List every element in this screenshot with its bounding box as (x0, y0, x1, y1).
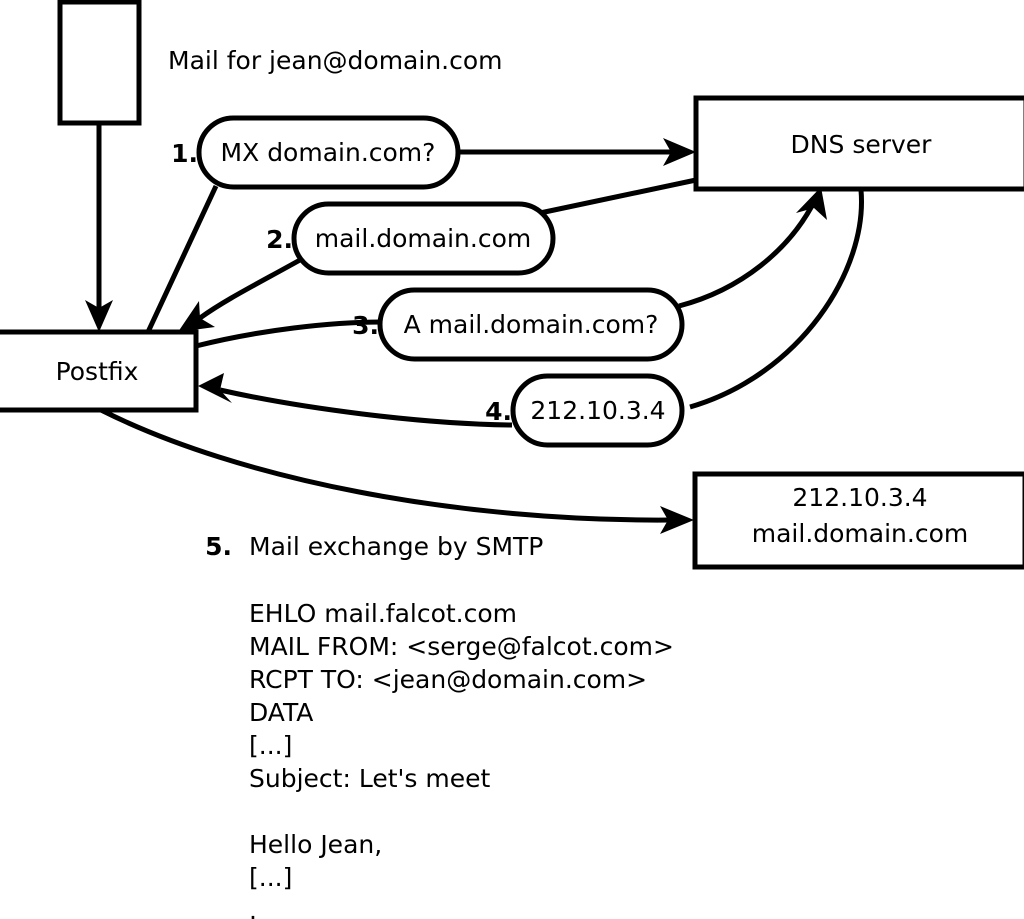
postfix-label: Postfix (56, 357, 139, 386)
remote-mailserver-box (692, 471, 1024, 570)
edge-step3-to-dns (678, 198, 818, 309)
edge-postfix-to-step3 (195, 319, 384, 349)
arrowhead-step4-to-postfix (198, 373, 232, 403)
remote-mailserver-host: mail.domain.com (752, 519, 968, 548)
step1-number: 1. (171, 139, 198, 168)
step4-bubble-label: 212.10.3.4 (530, 396, 665, 425)
postfix-box (0, 329, 199, 413)
step3-bubble-label: A mail.domain.com? (404, 310, 659, 339)
transcript-line: . (249, 896, 257, 919)
step5-number: 5. (205, 532, 232, 561)
arrowhead-step1-to-dns (663, 138, 696, 166)
arrowhead-step2-to-postfix (178, 301, 215, 332)
arrowhead-step3-to-dns (796, 187, 827, 220)
edge-dns-to-step4 (689, 189, 864, 410)
transcript-line: Hello Jean, (249, 830, 382, 859)
remote-mailserver-ip: 212.10.3.4 (792, 483, 927, 512)
step2-bubble-label: mail.domain.com (315, 224, 531, 253)
step1-bubble (196, 115, 461, 190)
transcript-line: [...] (249, 731, 292, 760)
dns-server-box (693, 95, 1024, 192)
sender-host-box (57, 0, 142, 126)
transcript-line: Subject: Let's meet (249, 764, 490, 793)
edge-step1-from-postfix (145, 184, 219, 334)
edge-step2-to-postfix (198, 257, 302, 321)
connectors-group (85, 124, 864, 534)
transcript-line: DATA (249, 698, 313, 727)
arrowhead-sender-to-postfix (85, 300, 113, 332)
step5-label: Mail exchange by SMTP (249, 532, 543, 561)
transcript-line: EHLO mail.falcot.com (249, 599, 517, 628)
transcript-line: [...] (249, 863, 292, 892)
dns-server-label: DNS server (791, 130, 933, 159)
mail-for-note: Mail for jean@domain.com (168, 46, 503, 75)
arrowhead-postfix-to-mailserver (660, 506, 694, 534)
step3-number: 3. (352, 311, 379, 340)
step3-bubble (377, 287, 685, 362)
step2-number: 2. (266, 225, 293, 254)
step4-bubble (510, 373, 685, 448)
step2-bubble (291, 201, 556, 276)
edge-dns-to-step2 (539, 177, 697, 216)
smtp-transcript: EHLO mail.falcot.com MAIL FROM: <serge@f… (249, 599, 674, 919)
step4-number: 4. (485, 397, 512, 426)
transcript-line: RCPT TO: <jean@domain.com> (249, 665, 647, 694)
step1-bubble-label: MX domain.com? (221, 138, 436, 167)
edge-postfix-to-mailserver (99, 407, 673, 523)
transcript-line: MAIL FROM: <serge@falcot.com> (249, 632, 674, 661)
edge-step4-to-postfix (219, 387, 513, 428)
